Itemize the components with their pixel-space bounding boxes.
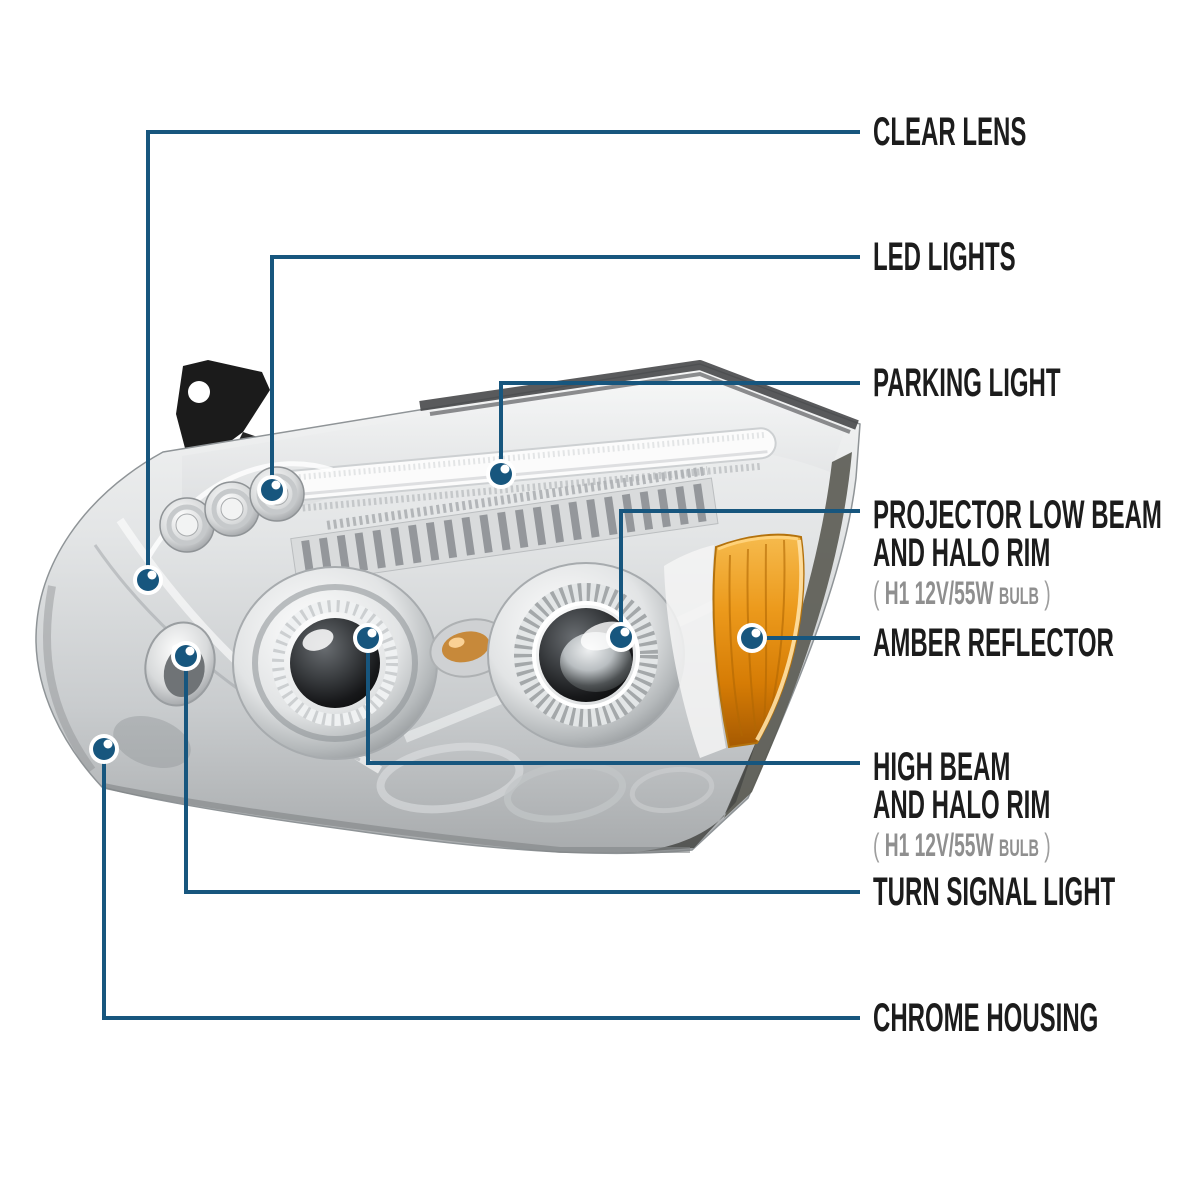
high-beam-projector — [232, 566, 438, 760]
callout-dot-icon-amber-reflector — [737, 623, 767, 653]
label-led-lights: LED LIGHTS — [873, 235, 1016, 279]
callout-line-turn-signal-light — [184, 656, 860, 894]
callout-dot-icon-parking-light — [486, 459, 516, 489]
vent-slats — [290, 466, 719, 585]
label-high-beam-bulb-note: ( H1 12V/55W BULB ) — [873, 827, 1051, 863]
callout-line-led-lights — [270, 255, 860, 490]
callout-dot-icon-turn-signal-light — [171, 641, 201, 671]
headlight-photo — [35, 360, 861, 855]
callout-dots — [89, 459, 767, 764]
callout-dot-icon-clear-lens — [133, 565, 163, 595]
callout-line-projector-low-beam — [619, 509, 860, 637]
callout-dot-icon-projector-low-beam — [606, 622, 636, 652]
label-chrome-housing: CHROME HOUSING — [873, 996, 1099, 1040]
label-high-beam: HIGH BEAM AND HALO RIM ( H1 12V/55W BULB… — [873, 745, 1051, 866]
callout-line-clear-lens — [146, 130, 860, 580]
label-projector-low-beam-line2: AND HALO RIM — [873, 531, 1051, 575]
label-high-beam-line1: HIGH BEAM — [873, 745, 1011, 789]
label-parking-light: PARKING LIGHT — [873, 361, 1061, 405]
label-turn-signal-light: TURN SIGNAL LIGHT — [873, 870, 1116, 914]
label-clear-lens: CLEAR LENS — [873, 110, 1027, 154]
callout-dot-icon-led-lights — [257, 475, 287, 505]
label-high-beam-line2: AND HALO RIM — [873, 783, 1051, 827]
callout-dot-icon-chrome-housing — [89, 734, 119, 764]
label-amber-reflector: AMBER REFLECTOR — [873, 621, 1114, 665]
label-projector-low-beam-bulb-note: ( H1 12V/55W BULB ) — [873, 575, 1051, 611]
led-rings — [145, 461, 333, 560]
callout-dot-icon-high-beam — [353, 623, 383, 653]
callout-line-chrome-housing — [102, 749, 860, 1020]
label-projector-low-beam: PROJECTOR LOW BEAM AND HALO RIM ( H1 12V… — [873, 493, 1162, 614]
callout-lines — [102, 130, 860, 1020]
callout-line-parking-light — [499, 381, 860, 474]
label-projector-low-beam-line1: PROJECTOR LOW BEAM — [873, 493, 1162, 537]
callout-line-high-beam — [366, 638, 860, 765]
low-beam-projector — [487, 562, 685, 748]
